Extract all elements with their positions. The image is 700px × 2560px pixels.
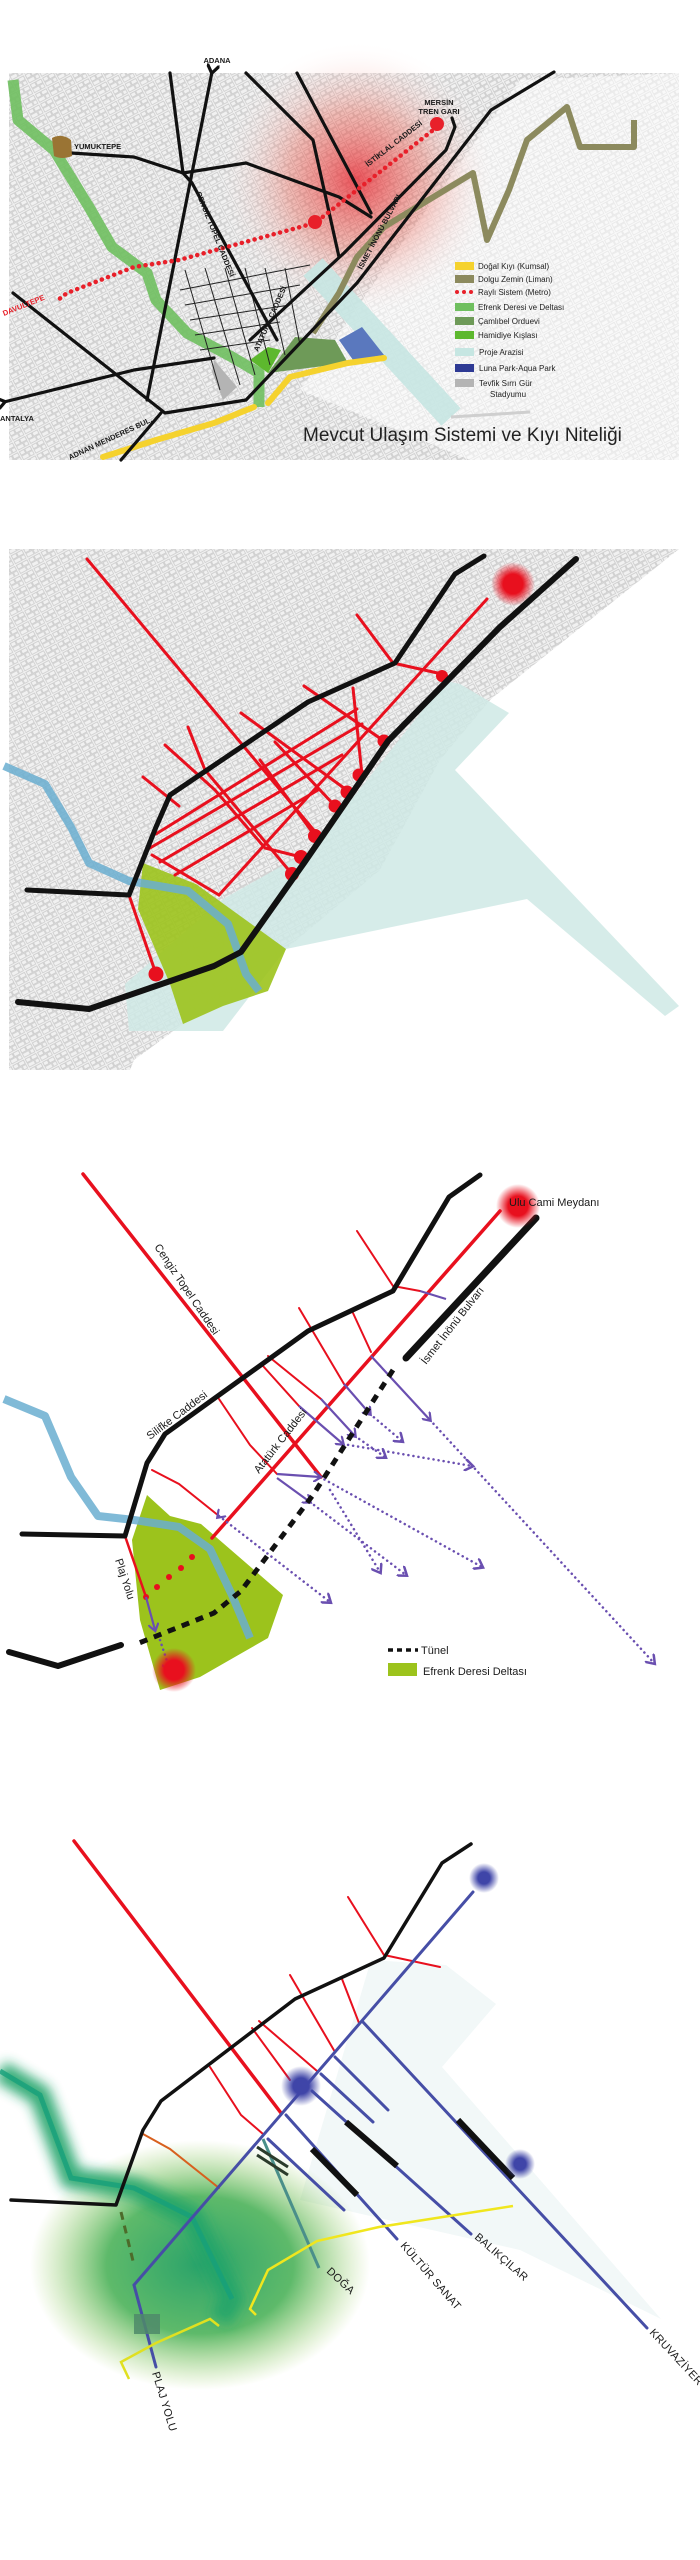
- main-roads: [15, 553, 579, 1012]
- street-grid: [179, 264, 311, 391]
- luna-park-area: [339, 327, 384, 360]
- legend-swatch: [455, 331, 474, 339]
- legend-swatch: [455, 379, 474, 387]
- legend-swatch-metro: [455, 290, 473, 294]
- metro-rail-line: [55, 124, 440, 303]
- blue-node-north: [469, 1863, 499, 1893]
- camlibel-orduevi-area: [268, 337, 348, 373]
- legend-label: Çamlıbel Orduevi: [478, 317, 540, 326]
- harbour-fill-line: [310, 104, 637, 335]
- label-ataturk: Atatürk Caddesi: [252, 1407, 310, 1476]
- legend-label: Tevfik Sırrı Gür: [479, 379, 533, 388]
- efrenk-river: [0, 2068, 235, 2301]
- label-kruvaziyer: KRUVAZİYER: [647, 2326, 700, 2388]
- double-bars: [256, 2145, 289, 2177]
- legend-swatch: [455, 348, 474, 356]
- legend-swatch-delta: [388, 1663, 417, 1676]
- legend-swatch: [455, 317, 474, 325]
- efrenk-delta: [132, 1495, 283, 1690]
- legend-label-line2: Stadyumu: [490, 390, 526, 399]
- legend-label: Proje Arazisi: [479, 348, 524, 357]
- label-kultur-sanat: KÜLTÜR SANAT: [398, 2240, 463, 2313]
- efrenk-river: [2, 762, 263, 994]
- map-panel-axes-concept: Ulu Cami Meydanı Cengiz Topel Caddesi Si…: [2, 1172, 654, 1692]
- legend-label: Tünel: [421, 1645, 449, 1657]
- yellow-path: [248, 2204, 514, 2316]
- plaj-focus: [152, 1648, 196, 1692]
- tunnel-line: [133, 1368, 396, 1648]
- map-panel-current-transport: ADANA YUMUKTEPE MERSİN TREN GARI DAVULTE…: [0, 40, 679, 462]
- station-metro: [308, 215, 322, 229]
- red-streets: [81, 1172, 502, 1599]
- legend-label: Hamidiye Kışlası: [478, 331, 538, 340]
- map-title: Mevcut Ulaşım Sistemi ve Kıyı Niteliği: [303, 425, 622, 446]
- plaj-node: [134, 2314, 160, 2334]
- label-silifke: Silifke Caddesi: [145, 1389, 210, 1442]
- yellow-path-beach: [119, 2317, 220, 2380]
- label-yumuktepe: YUMUKTEPE: [74, 142, 121, 151]
- plaj-dashes: [119, 2211, 136, 2266]
- label-ismet-inonu: İsmet İnönü Bulvarı: [418, 1284, 487, 1367]
- stadium-area: [212, 360, 237, 400]
- legend-label: Doğal Kıyı (Kumsal): [478, 262, 549, 271]
- label-adana: ADANA: [203, 56, 231, 65]
- legend-swatch: [455, 364, 474, 372]
- hamidiye-barracks-area: [250, 347, 281, 373]
- legend-label: Efrenk Deresi Deltası: [423, 1666, 527, 1678]
- map-panel-thematic-axes: DOĞA KÜLTÜR SANAT BALIKÇILAR KRUVAZİYER …: [0, 1839, 700, 2433]
- main-roads: [6, 1172, 540, 1669]
- legend-label: Efrenk Deresi ve Deltası: [478, 303, 564, 312]
- blue-node-kruvaziyer: [505, 2149, 535, 2179]
- project-area-strip: [303, 258, 461, 426]
- axis-kruvaziyer: [360, 2019, 649, 2330]
- purple-sea-axes: [144, 1289, 447, 1630]
- legend-label: Dolgu Zemin (Liman): [478, 275, 553, 284]
- black-bars: [309, 2117, 516, 2198]
- label-antalya: ANTALYA: [0, 414, 34, 423]
- station-tren-gari: [430, 117, 444, 131]
- legend-label: Raylı Sistem (Metro): [478, 288, 551, 297]
- label-ulu-cami-meydani: Ulu Cami Meydanı: [509, 1197, 599, 1209]
- label-mersin: MERSİN: [424, 98, 453, 107]
- centre-red-glow: [217, 40, 497, 320]
- label-plaj-yolu: Plaj Yolu: [112, 1557, 136, 1601]
- ulu-cami-focus: [496, 1184, 540, 1228]
- pier: [450, 410, 531, 419]
- legend: Tünel Efrenk Deresi Deltası: [388, 1645, 527, 1678]
- yumuktepe-mound: [52, 135, 72, 158]
- purple-dotted-extensions: [158, 1412, 654, 1670]
- label-cengiz-topel: Cengiz Topel Caddesi: [152, 1242, 222, 1337]
- efrenk-river: [7, 79, 265, 407]
- legend-swatch: [455, 262, 474, 270]
- legend-swatch: [455, 275, 474, 283]
- red-streets: [72, 1839, 441, 2189]
- green-zone-glow: [30, 2140, 370, 2390]
- ulu-cami-focus: [491, 562, 535, 606]
- natural-beach-east: [265, 355, 387, 406]
- label-tren-gari: TREN GARI: [418, 107, 459, 116]
- main-road: [9, 1842, 473, 2207]
- map-panel-street-network: [2, 549, 679, 1070]
- red-street-network: [85, 557, 489, 976]
- efrenk-river: [2, 1395, 254, 1640]
- legend: Doğal Kıyı (Kumsal) Dolgu Zemin (Liman) …: [455, 262, 564, 399]
- legend-swatch: [455, 303, 474, 311]
- legend-label: Luna Park-Aqua Park: [479, 364, 556, 373]
- blue-node-main: [281, 2066, 321, 2106]
